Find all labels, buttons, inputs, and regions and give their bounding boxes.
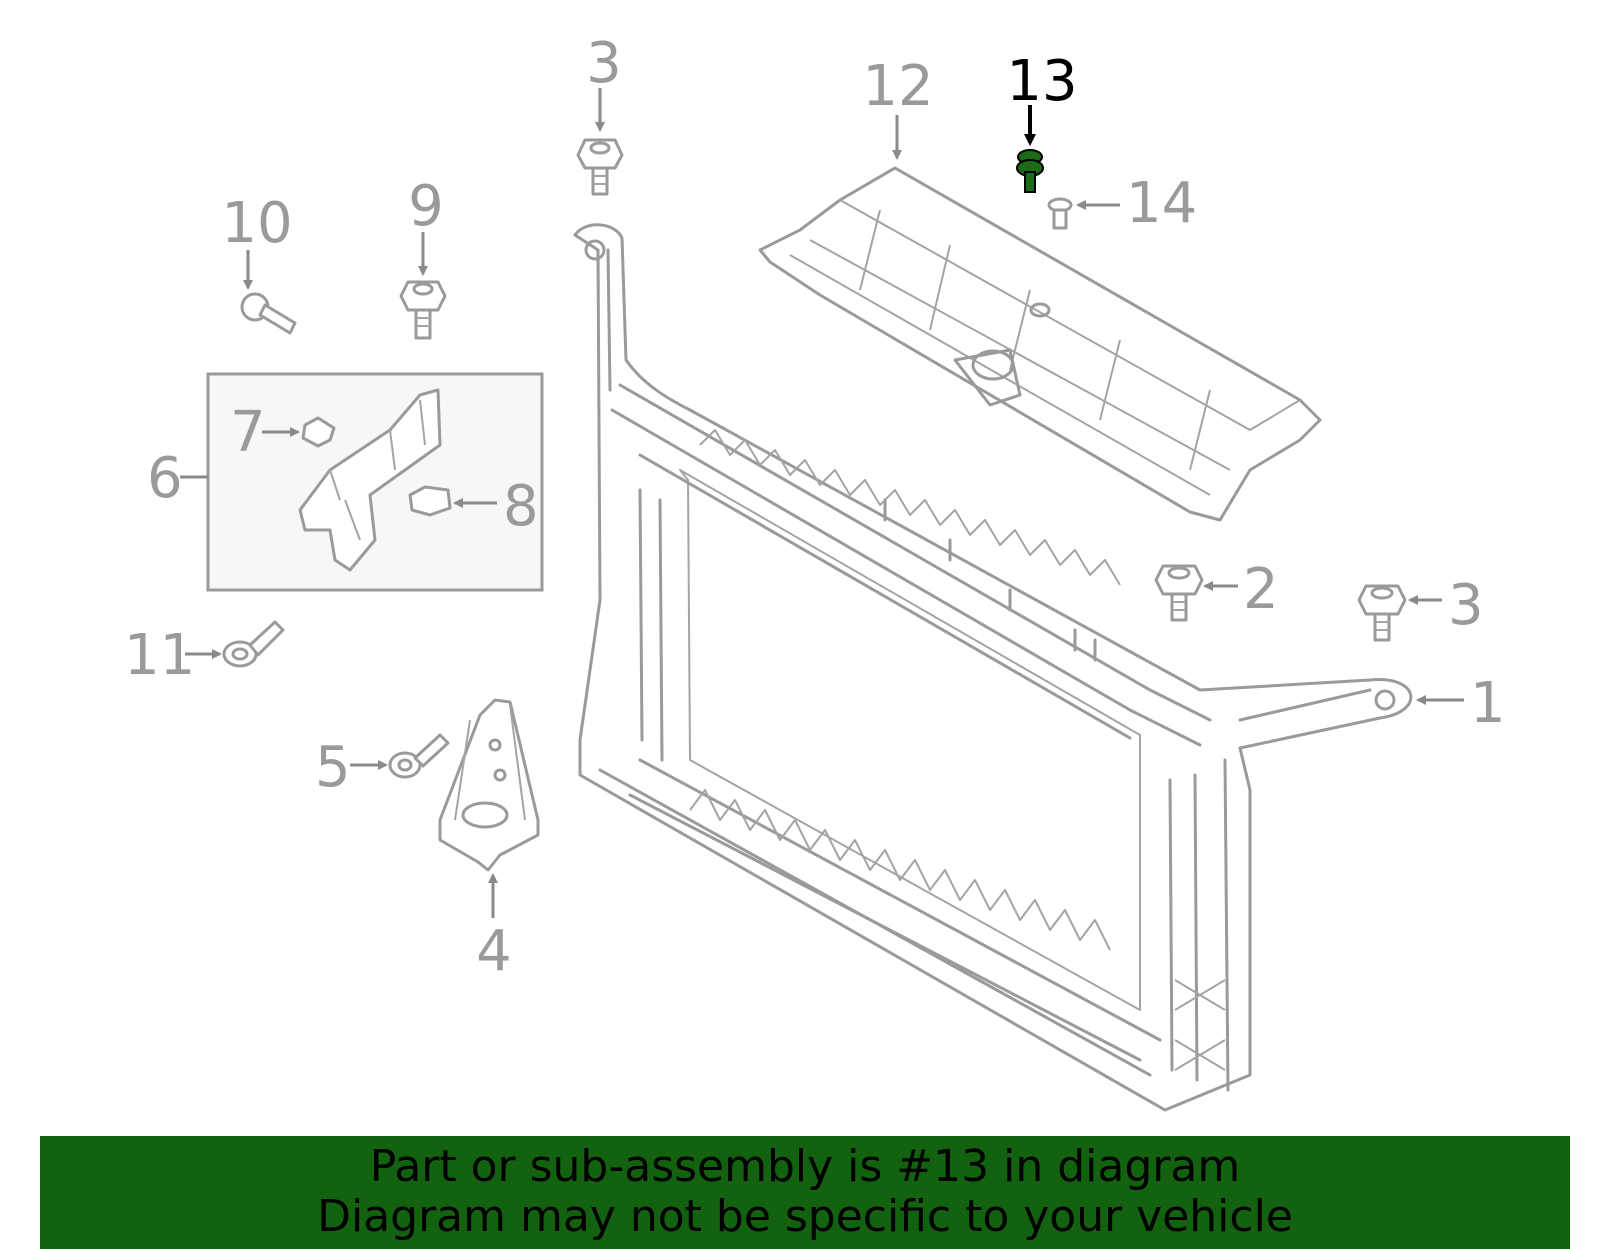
callout-4: 4 <box>476 919 512 984</box>
mount-bracket <box>438 698 540 872</box>
bolt-11 <box>222 620 285 668</box>
callout-9: 9 <box>408 174 444 239</box>
callout-11: 11 <box>124 623 195 688</box>
callout-1: 1 <box>1470 671 1506 736</box>
bracket-assembly-box <box>206 372 544 592</box>
callout-5: 5 <box>315 735 351 800</box>
callout-6: 6 <box>147 446 183 511</box>
callout-3-right: 3 <box>1448 573 1484 638</box>
callout-3-top: 3 <box>586 31 622 96</box>
bolt-3-top <box>576 138 624 196</box>
banner-line-2: Diagram may not be specific to your vehi… <box>317 1191 1293 1242</box>
clip-14 <box>1047 197 1073 230</box>
radiator-support-frame <box>573 223 1413 1112</box>
bolt-5 <box>388 733 450 779</box>
callout-2: 2 <box>1243 557 1279 622</box>
callout-10: 10 <box>221 191 292 256</box>
upper-cover-part <box>758 166 1322 522</box>
bolt-2 <box>1154 564 1204 622</box>
info-banner: Part or sub-assembly is #13 in diagram D… <box>40 1136 1570 1249</box>
callout-14: 14 <box>1126 171 1197 236</box>
callout-13: 13 <box>1006 49 1077 114</box>
bolt-10 <box>240 292 297 335</box>
banner-line-1: Part or sub-assembly is #13 in diagram <box>369 1141 1241 1192</box>
callout-leaders <box>180 88 1464 918</box>
callout-8: 8 <box>503 474 539 539</box>
fastener-13-highlighted <box>1016 149 1044 193</box>
callout-7: 7 <box>230 400 266 465</box>
callout-12: 12 <box>862 54 933 119</box>
bolt-3-right <box>1357 584 1407 642</box>
bolt-9 <box>399 280 447 340</box>
